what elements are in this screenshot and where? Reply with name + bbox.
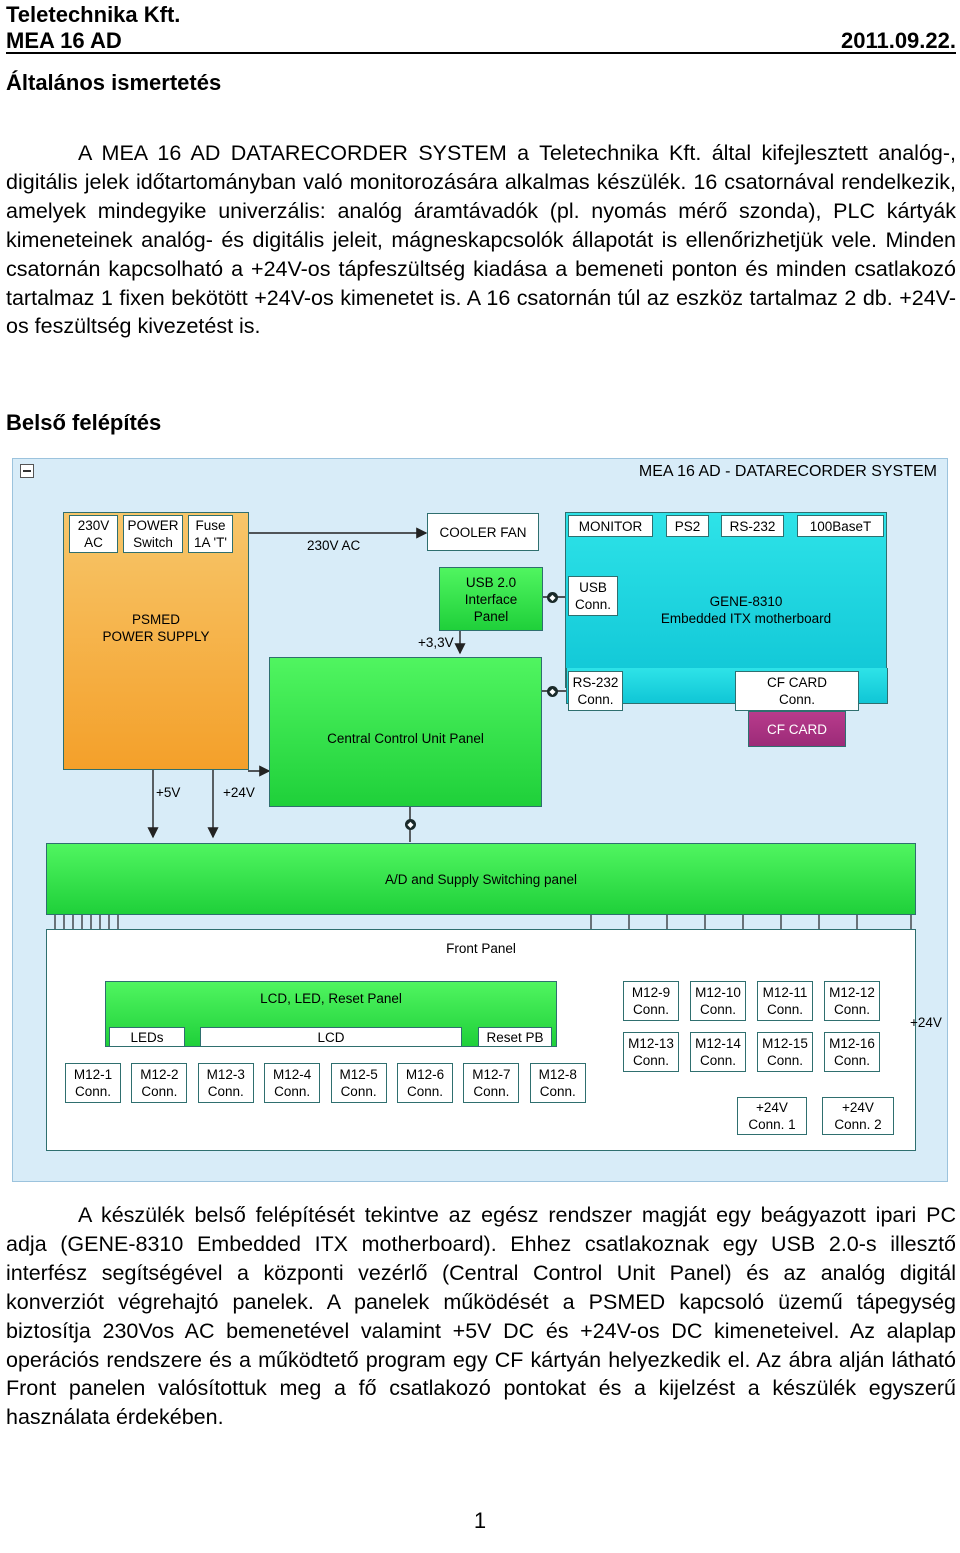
port-ps2: PS2 — [666, 515, 709, 537]
m12-conn-1: M12-1 Conn. — [65, 1063, 121, 1103]
section-title-structure: Belső felépítés — [6, 410, 162, 435]
structure-paragraph-text: A készülék belső felépítését tekintve az… — [6, 1203, 956, 1430]
leds: LEDs — [109, 1027, 185, 1047]
structure-paragraph: A készülék belső felépítését tekintve az… — [6, 1201, 956, 1432]
m12-conn-4: M12-4 Conn. — [264, 1063, 321, 1103]
port-100baset: 100BaseT — [797, 515, 884, 537]
motherboard-label: GENE-8310 Embedded ITX motherboard — [660, 594, 832, 626]
lcd-panel-label: LCD, LED, Reset Panel — [260, 991, 402, 1006]
m12-conn-2: M12-2 Conn. — [131, 1063, 188, 1103]
pwr-conn-2: +24V Conn. 2 — [822, 1097, 894, 1135]
page-number: 1 — [473, 1508, 487, 1533]
fuse: Fuse 1A 'T' — [188, 515, 233, 553]
port-rs232: RS-232 — [721, 515, 784, 537]
port-monitor: MONITOR — [568, 515, 653, 537]
label-230v-ac: 230V AC — [307, 538, 361, 553]
general-paragraph-text: A MEA 16 AD DATARECORDER SYSTEM a Telete… — [6, 141, 956, 339]
reset-button: Reset PB — [478, 1027, 552, 1047]
cf-card-conn: CF CARD Conn. — [735, 671, 859, 711]
usb-conn: USB Conn. — [568, 576, 618, 616]
document-date: 2011.09.22. — [840, 28, 956, 53]
motherboard-block: GENE-8310 Embedded ITX motherboard — [565, 512, 887, 688]
rs232-link-icon: ◆ — [547, 686, 558, 697]
m12-conn-14: M12-14 Conn. — [690, 1032, 746, 1072]
m12-conn-12: M12-12 Conn. — [824, 981, 880, 1021]
m12-conn-15: M12-15 Conn. — [757, 1032, 813, 1072]
company-name: Teletechnika Kft. — [6, 2, 181, 27]
m12-conn-11: M12-11 Conn. — [757, 981, 813, 1021]
header-rule — [6, 52, 956, 54]
m12-conn-8: M12-8 Conn. — [529, 1063, 586, 1103]
general-paragraph: A MEA 16 AD DATARECORDER SYSTEM a Telete… — [6, 139, 956, 341]
diagram-title: MEA 16 AD - DATARECORDER SYSTEM — [638, 463, 937, 480]
m12-conn-16: M12-16 Conn. — [824, 1032, 880, 1072]
m12-conn-13: M12-13 Conn. — [623, 1032, 679, 1072]
lcd: LCD — [200, 1027, 462, 1047]
label-24v-right: +24V — [910, 1015, 942, 1030]
diagram-titlebar: MEA 16 AD - DATARECORDER SYSTEM — [13, 459, 945, 485]
rs232-conn: RS-232 Conn. — [568, 671, 623, 711]
ccu-block: Central Control Unit Panel — [269, 657, 542, 807]
m12-conn-9: M12-9 Conn. — [623, 981, 679, 1021]
psu-input-230v: 230V AC — [69, 515, 118, 553]
m12-conn-5: M12-5 Conn. — [330, 1063, 387, 1103]
ccu-label: Central Control Unit Panel — [327, 731, 484, 746]
cf-card: CF CARD — [748, 711, 846, 747]
label-5v: +5V — [156, 785, 181, 800]
front-panel-label: Front Panel — [446, 941, 516, 956]
m12-conn-7: M12-7 Conn. — [463, 1063, 520, 1103]
label-24v: +24V — [223, 785, 255, 800]
section-title-general: Általános ismertetés — [6, 70, 222, 95]
power-switch: POWER Switch — [123, 515, 183, 553]
label-3v3: +3,3V — [418, 635, 454, 650]
pwr-conn-1: +24V Conn. 1 — [737, 1097, 807, 1135]
collapse-icon[interactable] — [20, 464, 34, 478]
m12-conn-6: M12-6 Conn. — [397, 1063, 453, 1103]
ccu-ad-link-icon: ◆ — [405, 819, 416, 830]
m12-conn-10: M12-10 Conn. — [690, 981, 746, 1021]
model-name: MEA 16 AD — [6, 28, 122, 53]
psu-block: PSMED POWER SUPPLY — [63, 512, 249, 770]
cooler-fan: COOLER FAN — [427, 513, 539, 551]
block-diagram: MEA 16 AD - DATARECORDER SYSTEM PSMED PO… — [12, 458, 948, 1182]
usb-interface-panel: USB 2.0 Interface Panel — [439, 567, 543, 631]
m12-conn-3: M12-3 Conn. — [197, 1063, 254, 1103]
psu-label: PSMED POWER SUPPLY — [102, 612, 210, 644]
usb-link-icon: ◆ — [547, 592, 558, 603]
ad-panel: A/D and Supply Switching panel — [46, 843, 916, 915]
